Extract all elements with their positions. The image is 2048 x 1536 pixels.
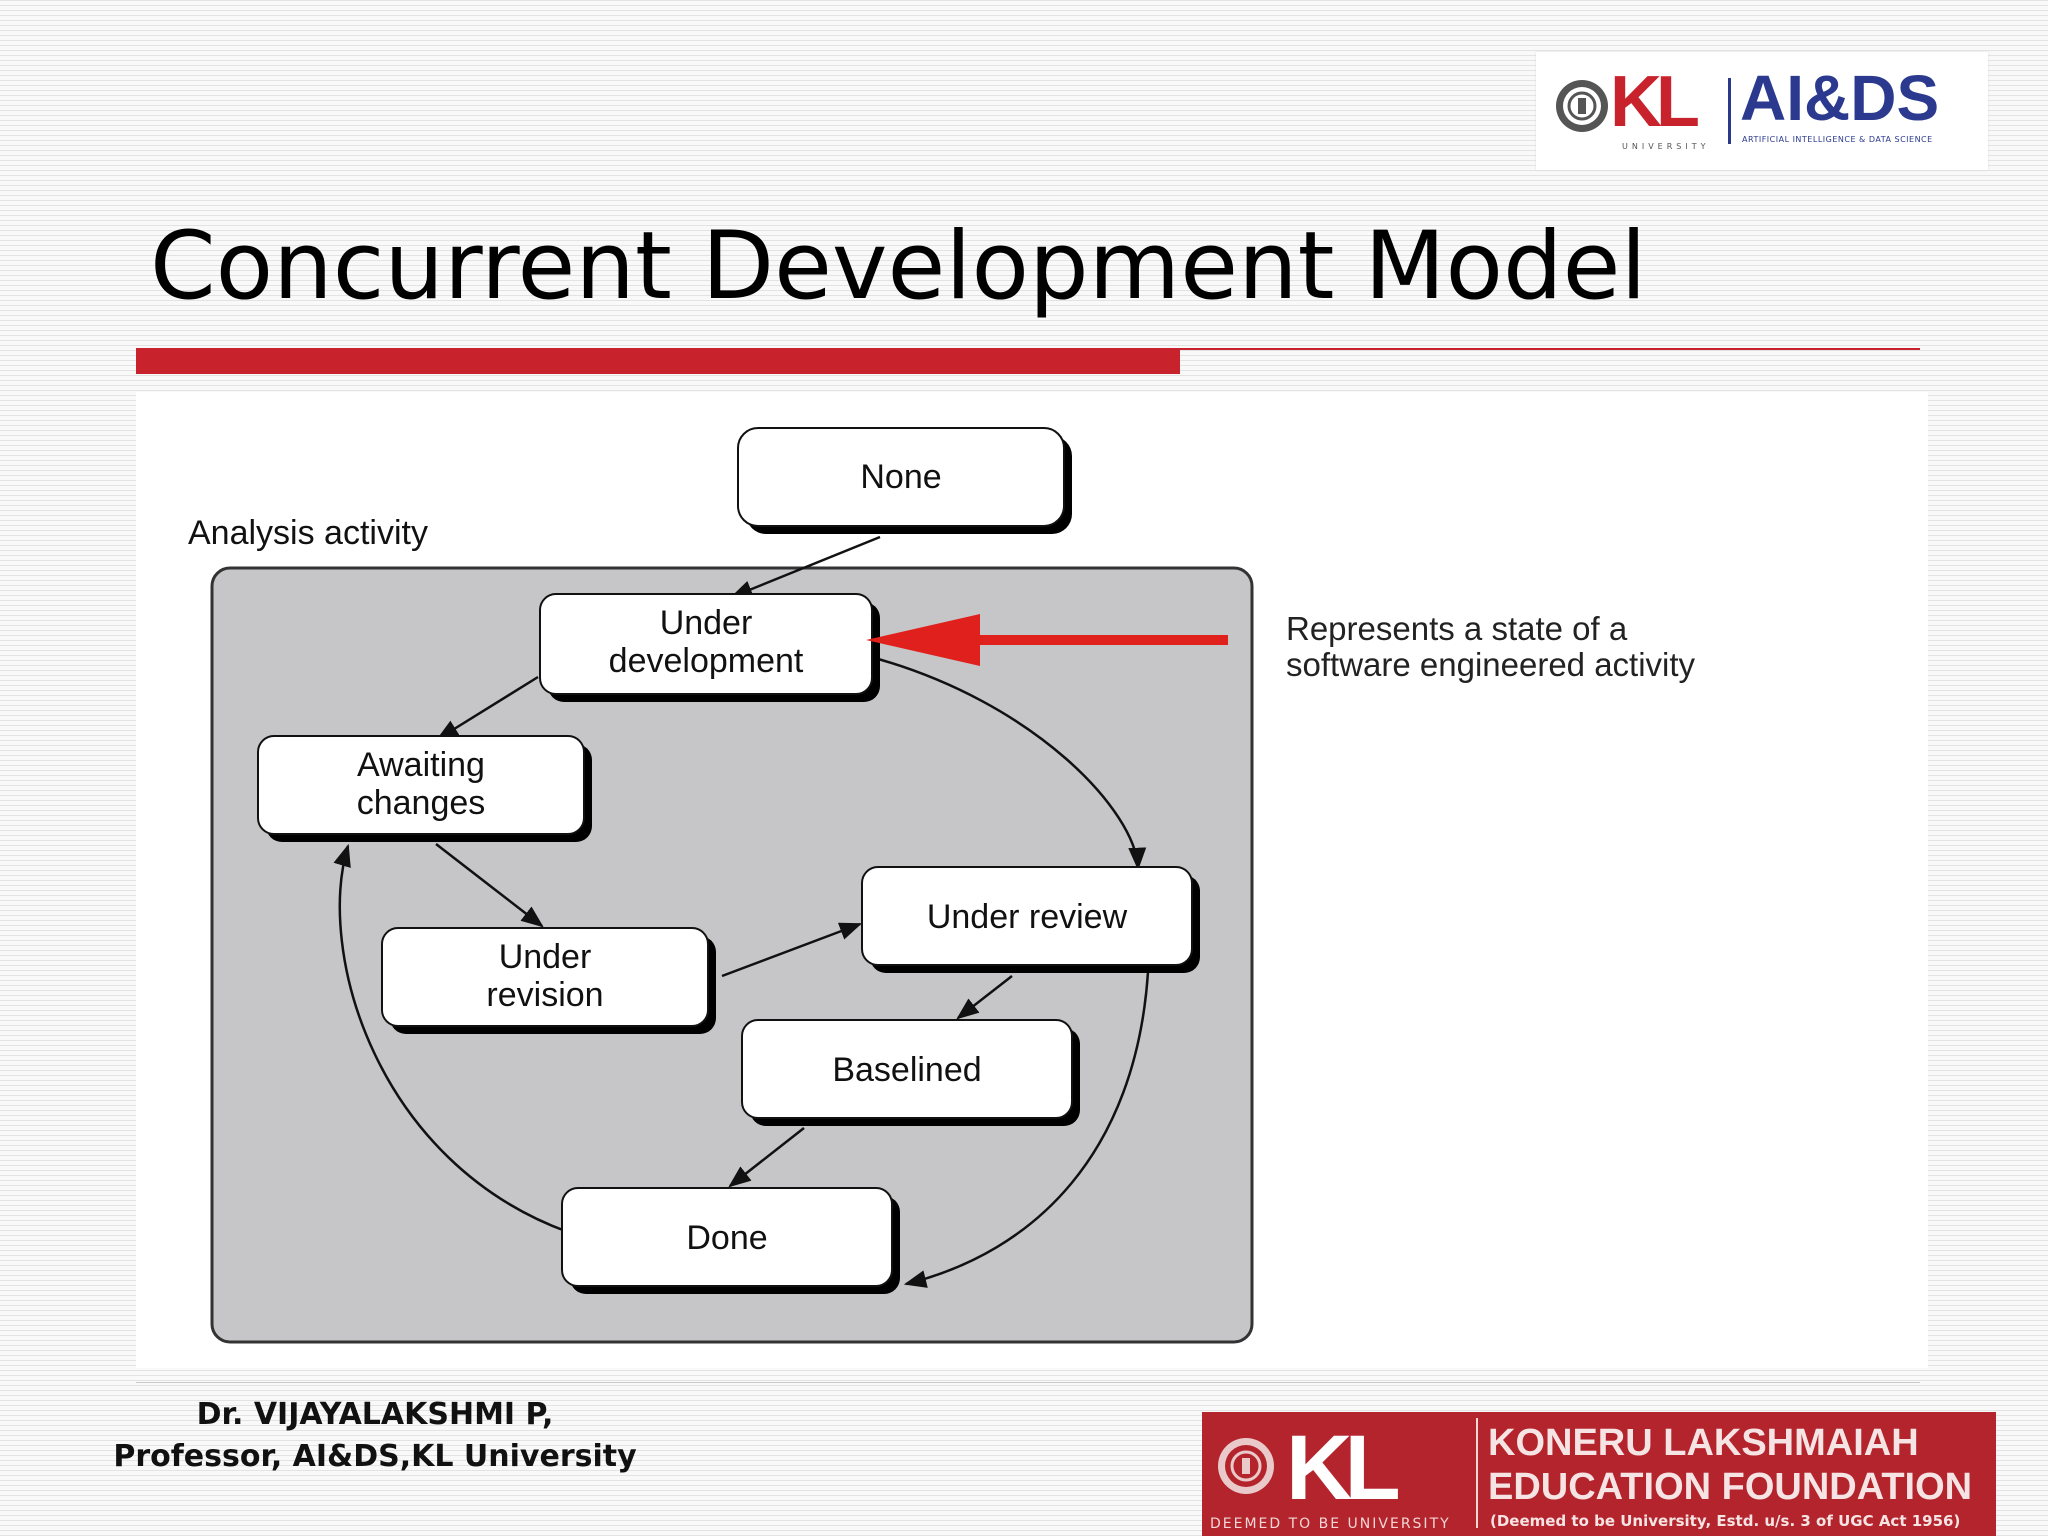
state-baselined: Baselined — [741, 1019, 1080, 1126]
author-role: Professor, AI&DS,KL University — [113, 1439, 637, 1474]
author-block: Dr. VIJAYALAKSHMI P, Professor, AI&DS,KL… — [60, 1394, 690, 1478]
aids-logo-text: AI&DS — [1740, 62, 1940, 134]
foundation-name-line-1: KONERU LAKSHMAIAH — [1488, 1422, 1919, 1464]
state-under-revision-label-line1: Under — [499, 938, 592, 976]
red-pointer-arrow — [866, 614, 1228, 666]
arrow-under-review-to-done — [903, 971, 1150, 1288]
state-done-label: Done — [686, 1219, 767, 1257]
footer-divider — [136, 1382, 1920, 1383]
arrow-under-development-to-under-review — [870, 655, 1147, 871]
kl-logo-university: UNIVERSITY — [1622, 142, 1710, 151]
annotation-line-2: software engineered activity — [1286, 646, 1696, 683]
arrow-none-to-under-development — [729, 535, 881, 599]
title-rule-thin — [136, 348, 1920, 350]
kl-foundation-logo: KL DEEMED TO BE UNIVERSITY KONERU LAKSHM… — [1202, 1412, 1996, 1536]
state-baselined-label: Baselined — [832, 1051, 981, 1089]
state-none: None — [737, 427, 1072, 534]
state-diagram-figure: Analysis activity None Under development — [136, 392, 1928, 1368]
slide-title: Concurrent Development Model — [150, 212, 1647, 321]
arrow-awaiting-changes-to-under-revision — [435, 843, 544, 928]
title-rule-thick — [136, 350, 1180, 374]
state-under-development-label-line1: Under — [660, 604, 753, 642]
state-awaiting-changes-label-line1: Awaiting — [357, 746, 485, 784]
kl-logo-mark: KL — [1610, 62, 1700, 142]
state-none-label: None — [860, 458, 941, 496]
state-done: Done — [561, 1187, 900, 1294]
kl-aids-logo: KL UNIVERSITY AI&DS ARTIFICIAL INTELLIGE… — [1536, 52, 1988, 170]
state-under-revision: Under revision — [381, 927, 716, 1034]
arrow-done-to-awaiting-changes — [333, 843, 569, 1234]
logo-separator — [1728, 78, 1731, 144]
author-name: Dr. VIJAYALAKSHMI P, — [196, 1397, 554, 1432]
arrow-baselined-to-done — [728, 1127, 805, 1188]
analysis-activity-label: Analysis activity — [188, 514, 428, 552]
state-under-development: Under development — [539, 593, 880, 702]
university-seal-icon — [1218, 1438, 1274, 1494]
kl-logo-university: DEEMED TO BE UNIVERSITY — [1210, 1516, 1451, 1532]
arrow-under-review-to-baselined — [956, 975, 1013, 1020]
annotation-line-1: Represents a state of a — [1286, 610, 1628, 647]
transition-arrows — [333, 535, 1150, 1288]
foundation-name-line-2: EDUCATION FOUNDATION — [1488, 1466, 1973, 1508]
logo-divider — [1476, 1418, 1478, 1528]
state-awaiting-changes: Awaiting changes — [257, 735, 592, 842]
arrow-under-development-to-awaiting-changes — [436, 675, 539, 741]
state-under-development-label-line2: development — [609, 642, 804, 680]
university-seal-icon — [1556, 80, 1608, 132]
arrow-under-revision-to-under-review — [721, 922, 863, 978]
state-awaiting-changes-label-line2: changes — [357, 784, 486, 822]
deemed-university-note: (Deemed to be University, Estd. u/s. 3 o… — [1490, 1512, 1961, 1530]
state-diagram: Analysis activity None Under development — [188, 427, 1696, 1344]
aids-logo-subtitle: ARTIFICIAL INTELLIGENCE & DATA SCIENCE — [1742, 135, 1933, 144]
state-under-review-label: Under review — [927, 898, 1128, 936]
state-under-revision-label-line2: revision — [486, 976, 603, 1014]
state-under-review: Under review — [861, 866, 1200, 973]
kl-logo-mark: KL — [1286, 1417, 1401, 1519]
